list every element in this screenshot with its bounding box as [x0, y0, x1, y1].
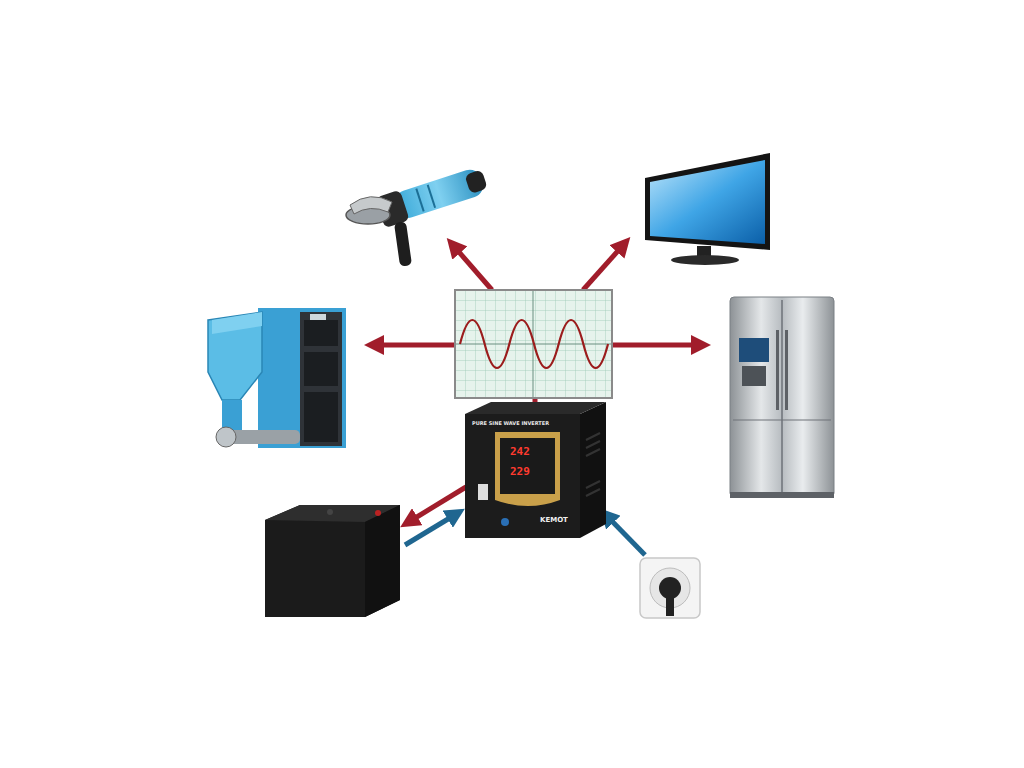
refrigerator-part	[781, 300, 783, 494]
battery-link-arrows-part	[407, 487, 466, 523]
inverter-unit-part	[465, 414, 580, 538]
wall-socket	[640, 558, 700, 618]
refrigerator-part	[739, 338, 769, 362]
battery-part	[375, 510, 381, 516]
television-part	[645, 153, 770, 250]
pellet-boiler-part	[304, 320, 338, 346]
output-arrows-part	[452, 244, 492, 290]
inverter-unit-part-part	[586, 449, 600, 456]
inverter-unit-part-part	[586, 433, 600, 440]
television-part	[697, 246, 711, 256]
pellet-boiler-part	[300, 312, 342, 446]
battery-part	[365, 505, 400, 617]
pellet-boiler-part	[216, 427, 236, 447]
refrigerator	[730, 297, 834, 498]
refrigerator-part	[730, 492, 834, 498]
angle-grinder	[346, 164, 490, 267]
sine-wave-screen	[455, 290, 612, 398]
pellet-boiler	[208, 308, 346, 448]
inverter-unit-part	[478, 484, 488, 500]
refrigerator-part	[776, 330, 779, 410]
inverter-unit	[465, 402, 606, 538]
brand-name: KEMOT	[540, 517, 568, 524]
angle-grinder-part	[394, 221, 412, 266]
inverter-unit-part	[500, 438, 555, 494]
output-arrows	[372, 243, 703, 408]
model-caption: PURE SINE WAVE INVERTER	[472, 421, 549, 426]
pellet-boiler-part	[304, 352, 338, 386]
angle-grinder-part-part	[428, 185, 435, 208]
television-part	[671, 255, 739, 265]
battery-part	[265, 505, 400, 617]
battery-link-arrows-part	[605, 514, 645, 555]
wall-socket-part	[659, 577, 681, 599]
pellet-boiler-part	[304, 392, 338, 442]
pellet-boiler-part	[208, 312, 262, 400]
sine-wave-screen-part	[455, 290, 612, 398]
refrigerator-part	[785, 330, 788, 410]
sine-wave-screen-part	[455, 290, 612, 398]
sine-wave-screen-part	[455, 290, 612, 398]
battery	[265, 505, 400, 617]
refrigerator-part	[742, 366, 766, 386]
display-voltage: 242	[510, 446, 530, 457]
refrigerator-part	[733, 420, 831, 421]
pellet-boiler-part	[258, 308, 346, 448]
inverter-unit-part	[495, 432, 560, 506]
inverter-unit-part-part	[586, 441, 600, 448]
wall-socket-part	[640, 558, 700, 618]
inverter-unit-part	[586, 433, 600, 496]
angle-grinder-part	[375, 164, 490, 228]
angle-grinder-part-part	[464, 169, 487, 194]
pellet-boiler-part	[212, 312, 262, 334]
inverter-unit-part-part	[586, 481, 600, 488]
sine-wave-screen-part	[460, 320, 608, 368]
wall-socket-part	[666, 596, 674, 616]
output-arrows-part	[612, 343, 703, 348]
angle-grinder-part-part	[416, 189, 423, 212]
output-arrows-part	[372, 343, 455, 348]
pellet-boiler-part	[310, 314, 326, 320]
television	[645, 153, 770, 265]
inverter-unit-part-part	[586, 489, 600, 496]
inverter-unit-part	[580, 402, 606, 538]
inverter-unit-part	[465, 402, 606, 414]
television-part	[650, 160, 765, 244]
angle-grinder-part	[350, 197, 392, 214]
refrigerator-part	[730, 297, 834, 497]
battery-part	[327, 509, 333, 515]
battery-link-arrows-part	[405, 513, 458, 545]
output-arrows-part	[583, 243, 625, 290]
display-voltage: 229	[510, 466, 530, 477]
inverter-unit-part	[501, 518, 509, 526]
